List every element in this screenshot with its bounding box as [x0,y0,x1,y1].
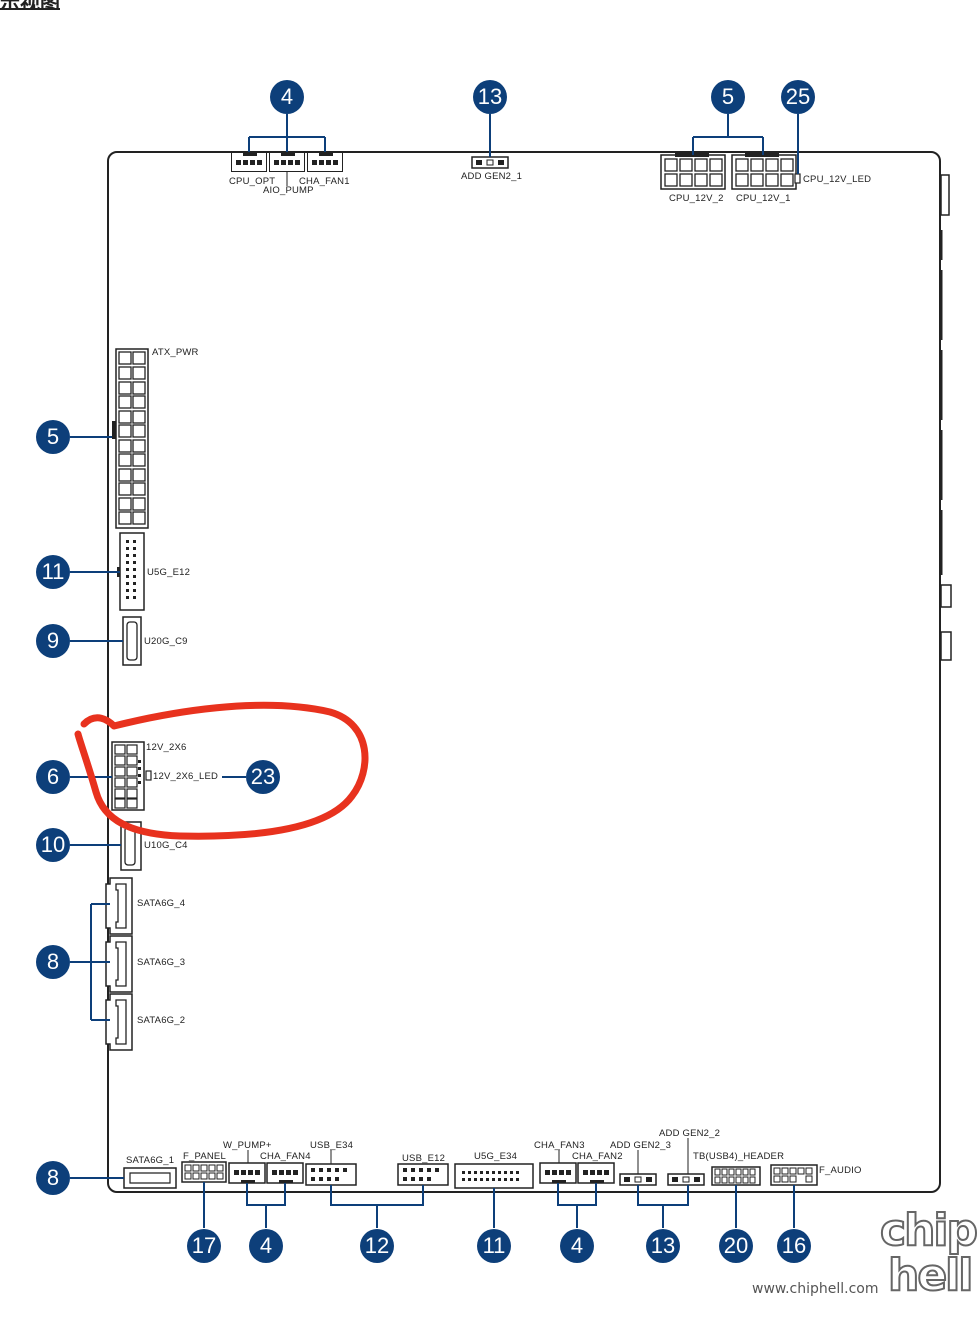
watermark-site: www.chiphell.com [752,1281,879,1297]
callout-badge-12v2x6-led: 23 [246,760,280,794]
12v-2x6-label: 12V_2X6 [146,742,187,753]
callout-badge-fans-bottom-right: 4 [560,1229,594,1263]
cpu-12v-2-label: CPU_12V_2 [669,193,724,204]
callout-badge-sata1: 8 [36,1161,70,1195]
usb-e34-label: USB_E34 [310,1140,354,1151]
add-gen2-2-label: ADD GEN2_2 [659,1128,721,1139]
callout-badge-audio: 16 [777,1229,811,1263]
callout-badge-usb: 12 [360,1229,394,1263]
watermark-logo-bottom: hell [887,1249,974,1302]
w-pump-label: W_PUMP+ [223,1140,272,1151]
callout-badge-fans-top: 4 [270,80,304,114]
cha-fan2-label: CHA_FAN2 [572,1151,623,1162]
callout-badge-u20g: 9 [36,624,70,658]
callout-badge-tb: 20 [719,1229,753,1263]
atx-pwr-label: ATX_PWR [152,347,199,358]
f-audio-label: F_AUDIO [819,1165,862,1176]
sata6g-2-label: SATA6G_2 [137,1015,186,1026]
usb-e12-label: USB_E12 [402,1153,446,1164]
callout-badge-12v2x6: 6 [36,760,70,794]
add-gen2-1-label: ADD GEN2_1 [461,171,523,182]
u5g-e12-label: U5G_E12 [147,567,191,578]
cha-fan3-label: CHA_FAN3 [534,1140,585,1151]
u20g-c9-label: U20G_C9 [144,636,188,647]
page-title-fragment: 示视图 [0,0,60,10]
tb-usb4-header-label: TB(USB4)_HEADER [693,1151,785,1162]
callout-badge-atx: 5 [36,420,70,454]
callout-badge-add-gen2-top: 13 [473,80,507,114]
cha-fan4-label: CHA_FAN4 [260,1151,311,1162]
watermark-logo-top: chip [879,1204,979,1257]
add-gen2-3-label: ADD GEN2_3 [610,1140,672,1151]
callout-badge-fpanel: 17 [187,1229,221,1263]
sata6g-3-label: SATA6G_3 [137,957,186,968]
12v-2x6-led-label: 12V_2X6_LED [153,771,219,782]
callout-badge-cpu-power: 5 [711,80,745,114]
cpu-opt-header [231,152,267,172]
u5g-e34-label: U5G_E34 [474,1151,518,1162]
f-panel-label: F_PANEL [183,1151,226,1162]
sata6g-1-label: SATA6G_1 [126,1155,175,1166]
cpu-opt-label: CPU_OPT [229,176,276,187]
cpu-12v-1-label: CPU_12V_1 [736,193,791,204]
callout-badge-fans-bottom-left: 4 [249,1229,283,1263]
callout-badge-sata: 8 [36,945,70,979]
cha-fan1-label: CHA_FAN1 [299,176,350,187]
callout-badge-u5g-bottom: 11 [477,1229,511,1263]
sata6g-4-label: SATA6G_4 [137,898,186,909]
aio-pump-header [269,152,305,172]
cha-fan1-header [307,152,343,172]
callout-badge-u5g-left: 11 [36,555,70,589]
u10g-c4-label: U10G_C4 [144,840,188,851]
callout-badge-add-gen2-bottom: 13 [646,1229,680,1263]
aio-pump-label: AIO_PUMP [263,185,314,196]
motherboard-outline [107,151,941,1193]
callout-badge-u10g: 10 [36,828,70,862]
cpu-12v-led-label: CPU_12V_LED [803,174,872,185]
callout-badge-cpu-led: 25 [781,80,815,114]
